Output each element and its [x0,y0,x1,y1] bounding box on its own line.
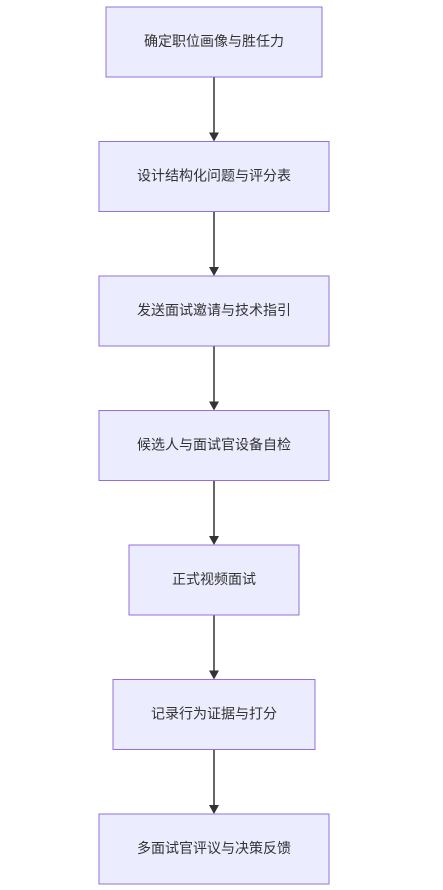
flow-node-box [105,6,323,78]
arrowhead-icon [209,670,219,680]
flow-node-1: 确定职位画像与胜任力 [105,6,323,78]
arrowhead-icon [209,267,219,276]
flow-node-label: 多面试官评议与决策反馈 [137,840,291,857]
flow-node-label: 记录行为证据与打分 [151,706,277,723]
flow-node-box [112,679,316,750]
flow-arrow-3 [209,346,219,411]
edges-layer [209,77,219,814]
flow-arrow-5 [209,615,219,680]
flow-node-box [128,544,300,616]
flow-arrow-1 [209,77,219,142]
flow-node-3: 发送面试邀请与技术指引 [98,275,330,347]
flow-node-box [98,813,330,885]
nodes-layer: 确定职位画像与胜任力设计结构化问题与评分表发送面试邀请与技术指引候选人与面试官设… [98,6,330,885]
flow-node-5: 正式视频面试 [128,544,300,616]
flow-node-box [98,141,330,212]
flow-arrow-6 [209,749,219,814]
arrowhead-icon [209,401,219,411]
flow-node-label: 确定职位画像与胜任力 [144,34,284,50]
flow-node-label: 候选人与面试官设备自检 [137,437,291,454]
flow-node-2: 设计结构化问题与评分表 [98,141,330,212]
flow-node-label: 发送面试邀请与技术指引 [137,303,291,319]
arrowhead-icon [209,132,219,142]
flow-node-label: 正式视频面试 [172,572,256,588]
arrowhead-icon [209,536,219,545]
flow-node-label: 设计结构化问题与评分表 [137,169,291,185]
flow-arrow-2 [209,211,219,276]
flow-arrow-4 [209,480,219,545]
arrowhead-icon [209,805,219,814]
flow-node-4: 候选人与面试官设备自检 [98,410,330,481]
flow-node-6: 记录行为证据与打分 [112,679,316,750]
flow-node-box [98,275,330,347]
flow-node-7: 多面试官评议与决策反馈 [98,813,330,885]
flow-node-box [98,410,330,481]
